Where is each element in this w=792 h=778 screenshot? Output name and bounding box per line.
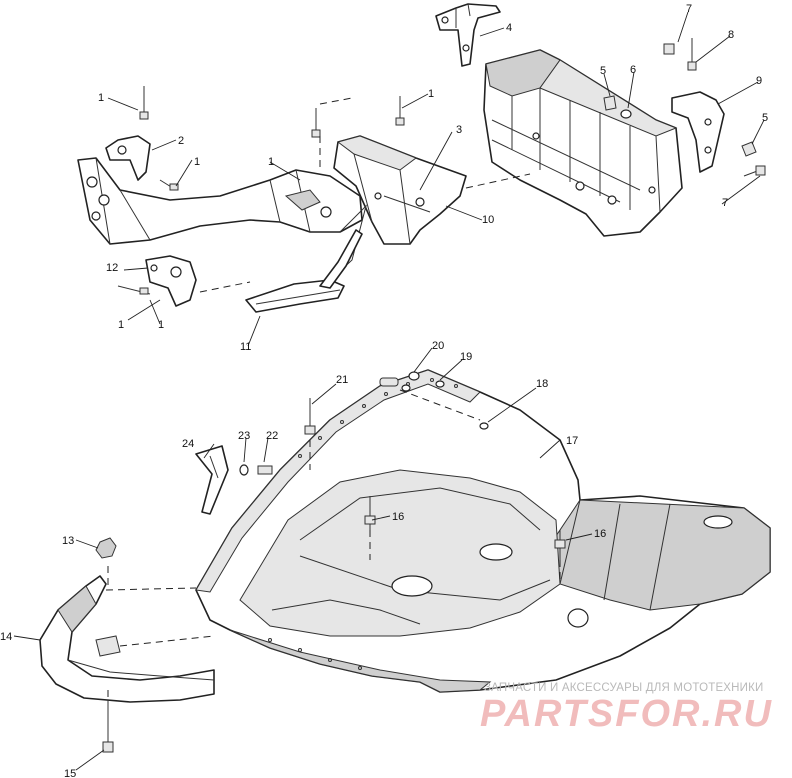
frame-rail [77, 157, 367, 291]
bumper-part-14 [39, 575, 215, 703]
callout-3: 3 [456, 124, 462, 136]
watermark-brand: PARTSFOR.RU [480, 693, 773, 735]
callout-20: 20 [432, 340, 444, 352]
bolt-upper-1e [117, 285, 151, 295]
callout-4: 4 [506, 22, 512, 34]
callout-17: 17 [566, 435, 578, 447]
plate-part-24 [195, 445, 229, 515]
callout-10: 10 [482, 214, 494, 226]
bolt-part-8 [687, 38, 697, 71]
washer-part-6 [620, 109, 632, 119]
callout-12: 12 [106, 262, 118, 274]
pin-part-20 [379, 371, 420, 387]
watermark-tagline: ЗАПЧАСТИ И АКСЕССУАРЫ ДЛЯ МОТОТЕХНИКИ [484, 682, 764, 694]
callout-5: 5 [762, 112, 768, 124]
callout-16: 16 [392, 511, 404, 523]
callout-22: 22 [266, 430, 278, 442]
bolt-part-16b [554, 530, 566, 560]
bolt-part-7a [663, 43, 675, 55]
callout-16: 16 [594, 528, 606, 540]
bolt-part-21 [304, 398, 316, 435]
bolt-part-15 [102, 700, 114, 753]
washer-part-19 [401, 380, 445, 392]
bolt-part-16a [364, 496, 376, 530]
callout-1: 1 [158, 319, 164, 331]
bracket-part-9 [671, 91, 725, 173]
callout-9: 9 [756, 75, 762, 87]
callout-1: 1 [268, 156, 274, 168]
callout-23: 23 [238, 430, 250, 442]
callout-7: 7 [722, 197, 728, 209]
callout-5: 5 [600, 65, 606, 77]
callout-11: 11 [240, 341, 251, 353]
crossmember-part-9 [483, 49, 683, 237]
callout-1: 1 [118, 319, 124, 331]
callout-1: 1 [98, 92, 104, 104]
callout-14: 14 [0, 631, 12, 643]
callout-24: 24 [182, 438, 194, 450]
bolt-upper-1b [311, 108, 321, 138]
callout-1: 1 [194, 156, 200, 168]
callout-19: 19 [460, 351, 472, 363]
callout-15: 15 [64, 768, 76, 778]
callout-13: 13 [62, 535, 74, 547]
washer-part-18 [479, 422, 489, 430]
bolt-upper-1a [139, 86, 149, 120]
bolt-upper-1c [395, 96, 405, 126]
bolt-part-7b [743, 165, 766, 177]
callout-1: 1 [428, 88, 434, 100]
callout-6: 6 [630, 64, 636, 76]
bolt-upper-1d [159, 179, 179, 191]
bracket-part-4 [435, 3, 501, 67]
bracket-part-2 [105, 135, 151, 181]
callout-2: 2 [178, 135, 184, 147]
belly-pan-part-17 [195, 369, 771, 693]
callout-18: 18 [536, 378, 548, 390]
washer-part-23 [239, 464, 249, 476]
nut-part-5a [603, 95, 617, 111]
callout-8: 8 [728, 29, 734, 41]
callout-21: 21 [336, 374, 348, 386]
bracket-part-12 [145, 255, 197, 307]
arm-part-11 [245, 229, 363, 313]
bracket-part-10 [333, 135, 467, 245]
nut-part-13 [95, 537, 117, 559]
nut-part-5b [741, 141, 757, 157]
bolt-part-22 [257, 465, 273, 475]
callout-7: 7 [686, 3, 692, 15]
